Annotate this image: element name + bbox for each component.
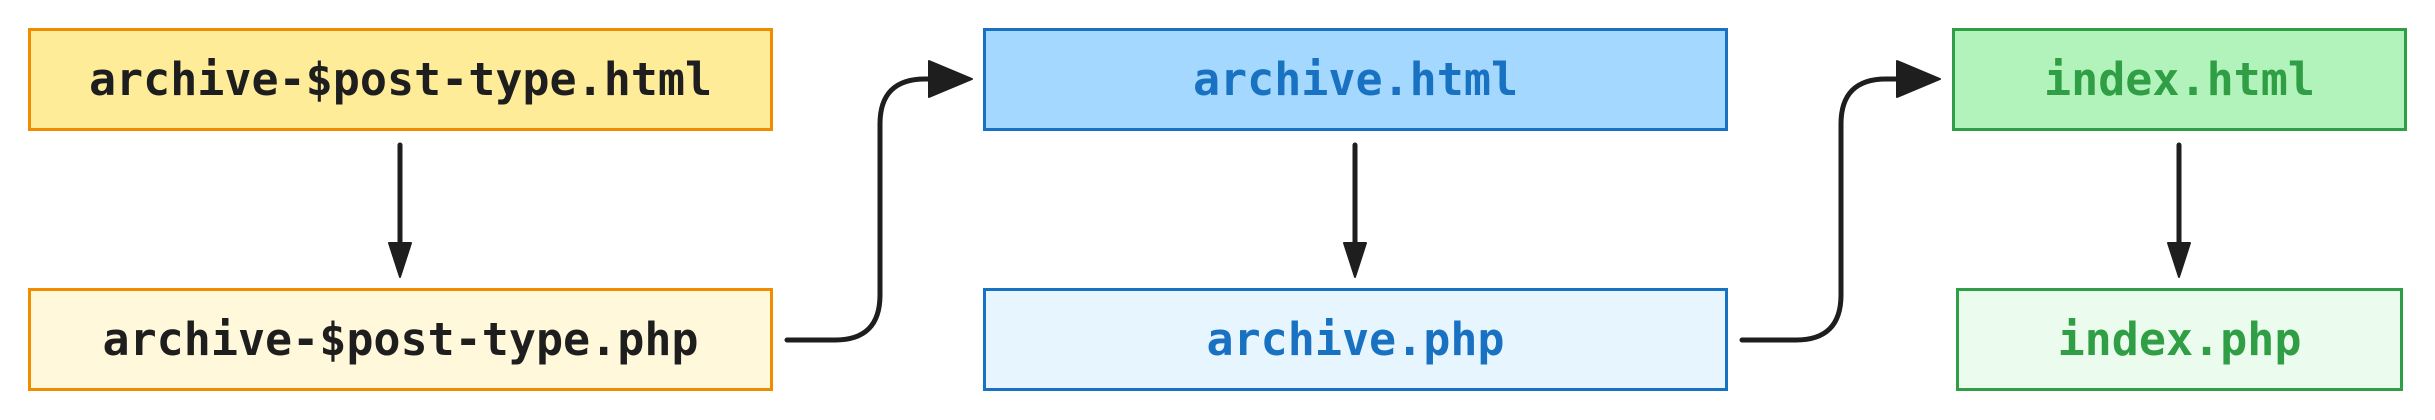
node-index-php: index.php xyxy=(1956,288,2403,391)
arrow-down-icon xyxy=(388,142,412,278)
node-label: index.php xyxy=(2057,313,2302,366)
arrow-down-icon xyxy=(2167,142,2191,278)
node-index-html: index.html xyxy=(1952,28,2407,131)
node-archive-post-type-php: archive-$post-type.php xyxy=(28,288,773,391)
node-label: archive.php xyxy=(1206,313,1505,366)
node-label: index.html xyxy=(2044,53,2315,106)
node-archive-php: archive.php xyxy=(983,288,1728,391)
node-label: archive.html xyxy=(1192,53,1519,106)
arrow-down-icon xyxy=(1343,142,1367,278)
node-label: archive-$post-type.html xyxy=(88,53,713,106)
node-label: archive-$post-type.php xyxy=(102,313,699,366)
curved-arrow-icon xyxy=(1739,60,1941,343)
curved-arrow-icon xyxy=(784,60,973,343)
node-archive-html: archive.html xyxy=(983,28,1728,131)
node-archive-post-type-html: archive-$post-type.html xyxy=(28,28,773,131)
